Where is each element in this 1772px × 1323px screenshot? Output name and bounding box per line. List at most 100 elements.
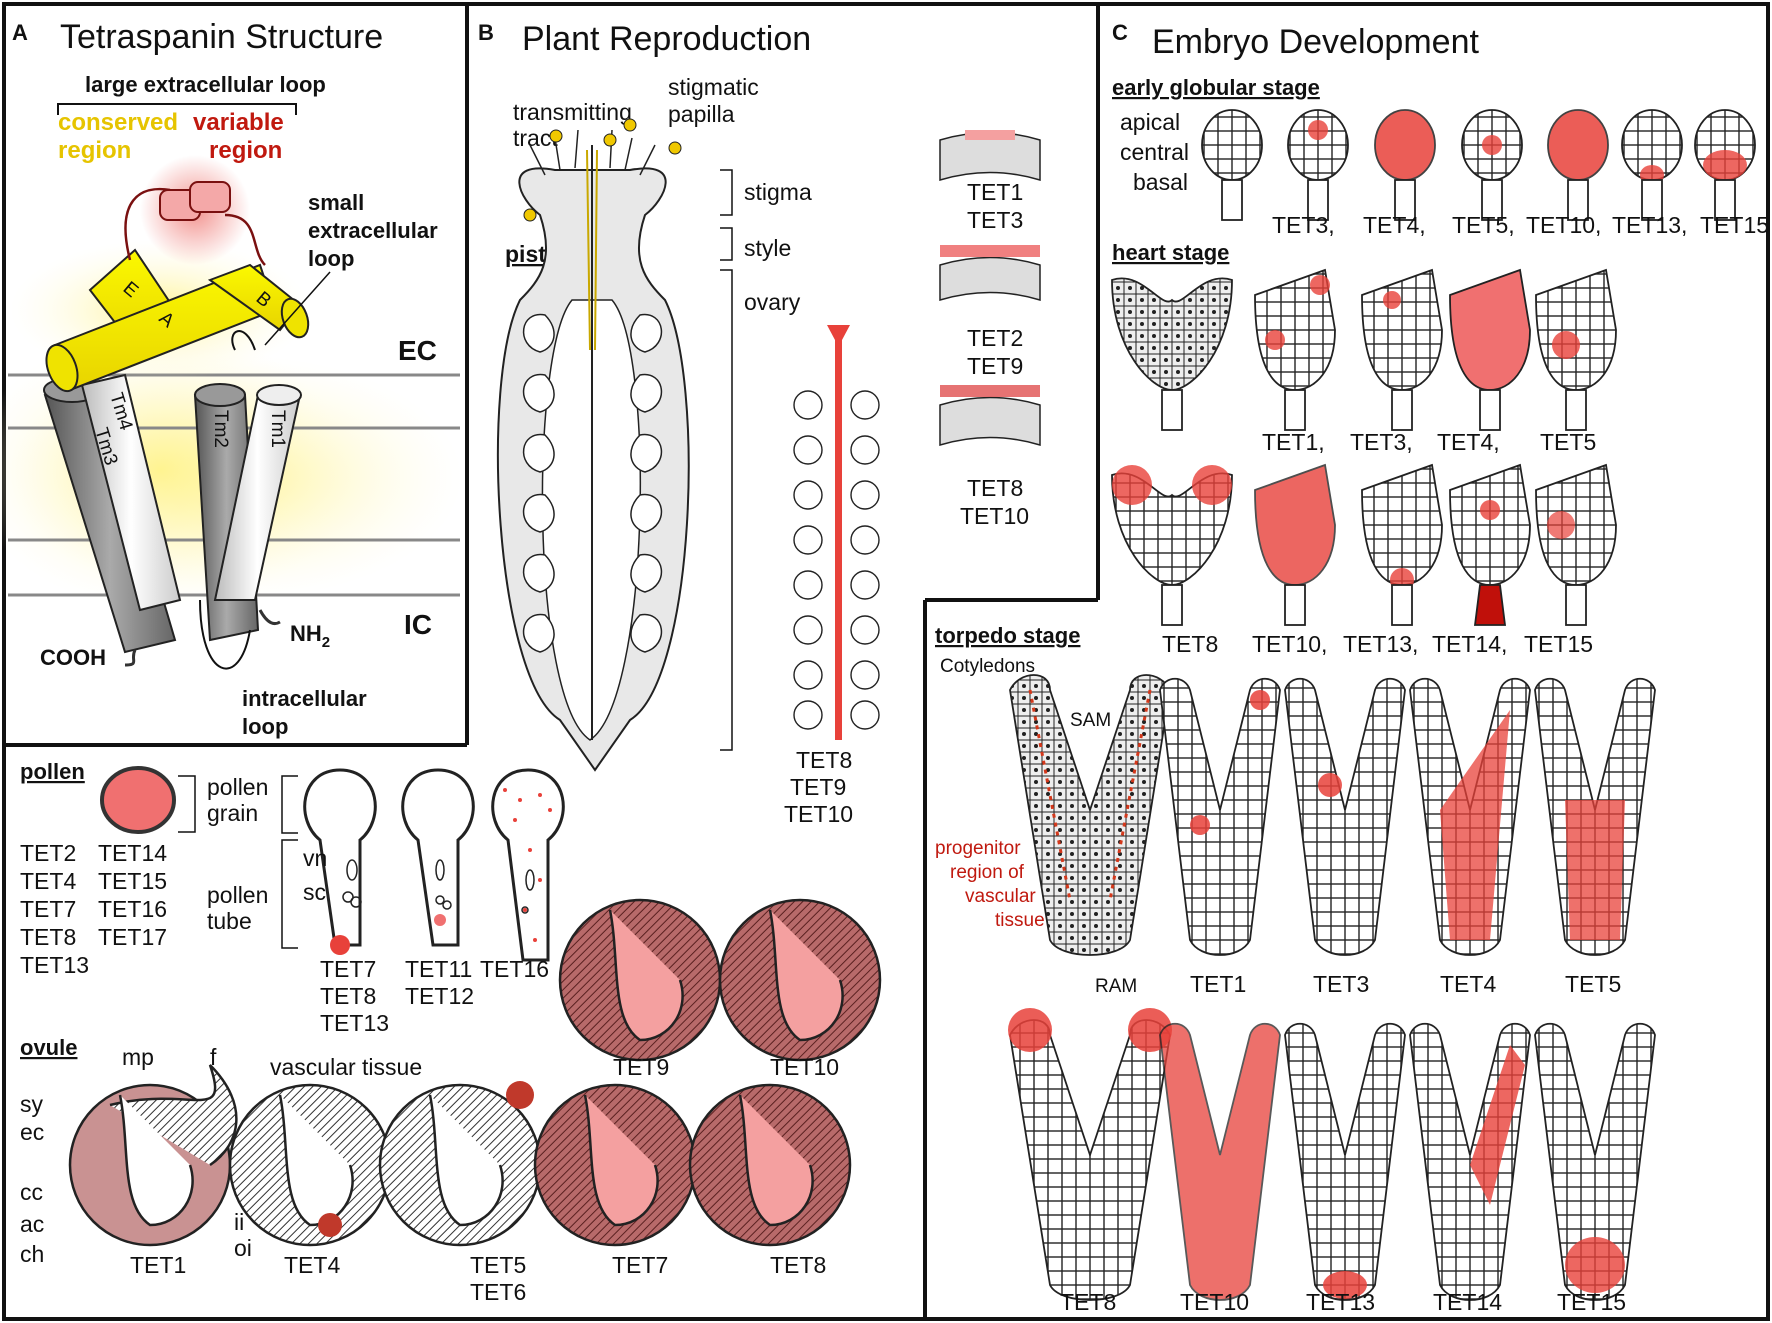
pollen-tet-c1-5: TET13 bbox=[20, 952, 89, 978]
stigmatic-label-2: papilla bbox=[668, 101, 735, 127]
tube-g2-tet1: TET11 bbox=[405, 956, 472, 982]
torpedo-r2-tet4: TET14 bbox=[1433, 1289, 1502, 1315]
nh2-text: NH bbox=[290, 621, 322, 646]
small-loop-label: small bbox=[308, 190, 364, 215]
panel-b-title: Plant Reproduction bbox=[522, 20, 811, 58]
pollen-title: pollen bbox=[20, 759, 85, 784]
intra-loop-label-2: loop bbox=[242, 714, 288, 739]
ovule-tet9 bbox=[558, 898, 722, 1062]
pistil-drawing bbox=[496, 118, 690, 772]
ovule-drawings bbox=[68, 898, 882, 1247]
torpedo-embryos-2 bbox=[1008, 1008, 1656, 1301]
pollen-tet-c2-3: TET16 bbox=[98, 896, 167, 922]
pistil-tet-2: TET9 bbox=[790, 774, 846, 800]
heart-r2-tet4: TET14, bbox=[1432, 631, 1507, 657]
heart-r1-tet3: TET4, bbox=[1437, 429, 1500, 455]
torpedo-r1-tet3: TET4 bbox=[1440, 971, 1496, 997]
progenitor-label-2: region of bbox=[950, 862, 1025, 883]
heart-embryos-2 bbox=[1111, 463, 1617, 626]
vn-label: vn bbox=[303, 845, 327, 871]
ovule-tet7-label: TET7 bbox=[612, 1252, 668, 1278]
pollen-tet-c1-2: TET4 bbox=[20, 868, 76, 894]
ovule-tet4 bbox=[228, 1083, 392, 1247]
pollen-tet-c2-4: TET17 bbox=[98, 924, 167, 950]
small-loop-label-2: extracellular bbox=[308, 218, 438, 243]
ec-ov-label: ec bbox=[20, 1119, 44, 1145]
vascular-label: vascular tissue bbox=[270, 1054, 422, 1080]
early-tet-6: TET15 bbox=[1700, 212, 1769, 238]
apical-label: apical bbox=[1120, 109, 1180, 135]
stigma-g2-tet2: TET9 bbox=[967, 353, 1023, 379]
ovule-tet10-label: TET10 bbox=[770, 1054, 839, 1080]
heart-r1-tet1: TET1, bbox=[1262, 429, 1325, 455]
panel-c-title: Embryo Development bbox=[1152, 23, 1479, 61]
early-tet-3: TET5, bbox=[1452, 212, 1515, 238]
f-label: f bbox=[210, 1044, 217, 1070]
ovule-tet6-label: TET6 bbox=[470, 1279, 526, 1305]
tube-g3-tet1: TET16 bbox=[480, 956, 549, 982]
tube-g1-tet1: TET7 bbox=[320, 956, 376, 982]
ac-label: ac bbox=[20, 1211, 44, 1237]
ovule-tet5 bbox=[378, 1081, 542, 1247]
ec-label: EC bbox=[398, 335, 437, 366]
mp-label: mp bbox=[122, 1044, 154, 1070]
torpedo-r1-tet4: TET5 bbox=[1565, 971, 1621, 997]
ovule-tet8 bbox=[688, 1083, 852, 1247]
stigma-label: stigma bbox=[744, 179, 812, 205]
heart-r2-tet5: TET15 bbox=[1524, 631, 1593, 657]
tm2-label: Tm2 bbox=[210, 410, 231, 448]
heart-r1-tet4: TET5 bbox=[1540, 429, 1596, 455]
variable-label-2: region bbox=[209, 137, 282, 164]
pistil-tet-1: TET8 bbox=[796, 747, 852, 773]
torpedo-r1-tet2: TET3 bbox=[1313, 971, 1369, 997]
tm4-helix bbox=[80, 373, 182, 612]
panel-a: A Tetraspanin Structure large extracellu… bbox=[0, 18, 463, 739]
panel-a-title: Tetraspanin Structure bbox=[60, 18, 383, 56]
stigma-g2-tet1: TET2 bbox=[967, 325, 1023, 351]
tube-g1-tet2: TET8 bbox=[320, 983, 376, 1009]
ovule-tet5-label: TET5 bbox=[470, 1252, 526, 1278]
torpedo-r2-tet2: TET10 bbox=[1180, 1289, 1249, 1315]
heart-r2-tet1: TET8 bbox=[1162, 631, 1218, 657]
intra-loop-label: intracellular bbox=[242, 686, 367, 711]
ovary-label: ovary bbox=[744, 289, 801, 315]
pollen-tet-c1-3: TET7 bbox=[20, 896, 76, 922]
intracellular-loop bbox=[199, 599, 251, 670]
sy-label: sy bbox=[20, 1091, 44, 1117]
early-stage-title: early globular stage bbox=[1112, 75, 1320, 100]
panel-c: C Embryo Development early globular stag… bbox=[935, 20, 1769, 1315]
small-loop-label-3: loop bbox=[308, 246, 354, 271]
panel-c-letter: C bbox=[1112, 20, 1128, 45]
ovule-tet1 bbox=[68, 1064, 238, 1247]
pollen-tet-c2-2: TET15 bbox=[98, 868, 167, 894]
pistil-tet-3: TET10 bbox=[784, 801, 853, 827]
stigma-g3-tet1: TET8 bbox=[967, 475, 1023, 501]
heart-r2-tet3: TET13, bbox=[1343, 631, 1418, 657]
tm-helices bbox=[43, 373, 302, 654]
pollen-grain-label: pollen bbox=[207, 774, 268, 800]
early-tet-1: TET3, bbox=[1272, 212, 1335, 238]
pollen-tubes bbox=[303, 768, 565, 962]
heart-r1-tet2: TET3, bbox=[1350, 429, 1413, 455]
pollen-tube-label: pollen bbox=[207, 882, 268, 908]
torpedo-stage-title: torpedo stage bbox=[935, 623, 1080, 648]
ovule-tet7 bbox=[533, 1083, 697, 1247]
conserved-label-2: region bbox=[58, 137, 131, 164]
panel-a-letter: A bbox=[12, 20, 28, 45]
ovule-tet10 bbox=[718, 898, 882, 1062]
early-tet-4: TET10, bbox=[1526, 212, 1601, 238]
loop-bracket bbox=[57, 103, 297, 115]
ii-label: ii bbox=[234, 1209, 244, 1235]
ovule-title: ovule bbox=[20, 1035, 77, 1060]
stigma-g1-tet1: TET1 bbox=[967, 179, 1023, 205]
cc-label: cc bbox=[20, 1179, 43, 1205]
nh2-subscript: 2 bbox=[322, 634, 330, 651]
ovule-tet4-label: TET4 bbox=[284, 1252, 340, 1278]
panel-b-letter: B bbox=[478, 20, 494, 45]
early-tet-5: TET13, bbox=[1612, 212, 1687, 238]
pollen-tet-c2-1: TET14 bbox=[98, 840, 167, 866]
cotyledons-label: Cotyledons bbox=[940, 656, 1035, 677]
heart-embryos bbox=[1111, 268, 1617, 431]
